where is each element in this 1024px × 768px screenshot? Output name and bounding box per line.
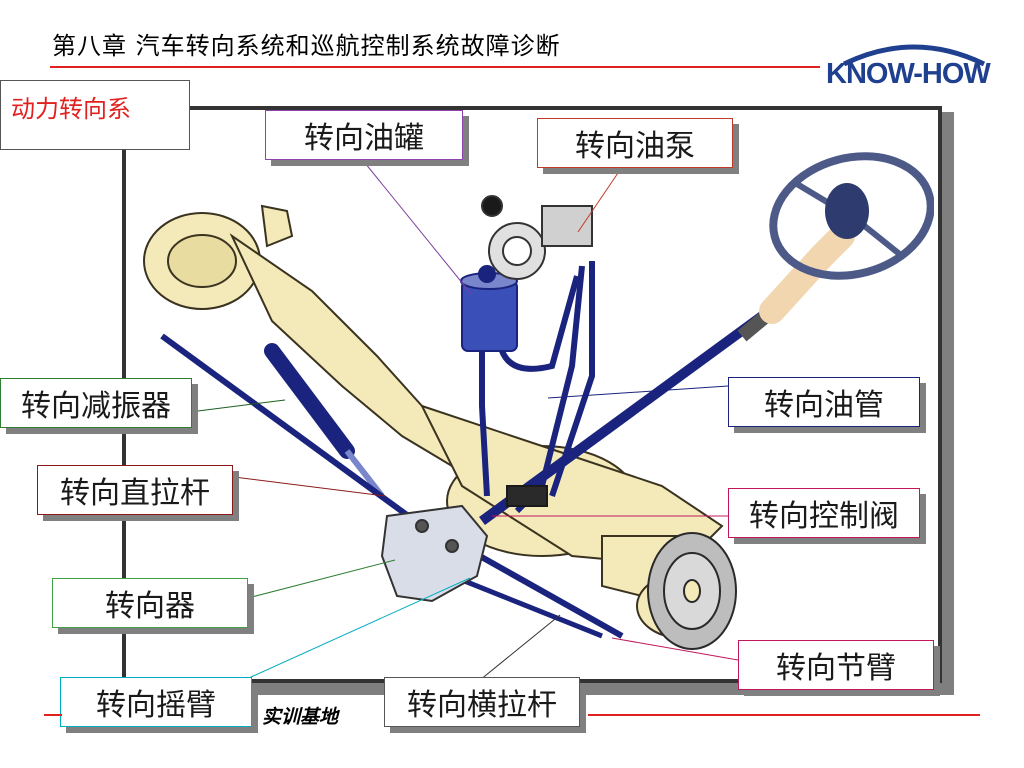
- knuckle-arm-rod: [451, 573, 603, 639]
- brand-logo: KNOW-HOW: [822, 36, 994, 92]
- power-steering-pump: [481, 195, 593, 280]
- callout-drag-link: 转向直拉杆: [37, 465, 233, 515]
- callout-damper: 转向减振器: [0, 378, 192, 428]
- right-brake-disc: [647, 532, 737, 650]
- knuckle-arm-leader: [611, 637, 739, 661]
- callout-tie-rod: 转向横拉杆: [384, 677, 580, 727]
- callout-pump: 转向油泵: [537, 118, 733, 168]
- control-valve: [506, 485, 548, 507]
- gear-leader: [247, 559, 396, 599]
- tie-rod: [460, 543, 624, 639]
- callout-control-valve: 转向控制阀: [728, 488, 920, 538]
- section-label-box: 动力转向系: [0, 80, 190, 150]
- tie-rod-leader: [479, 614, 561, 681]
- header-divider: [50, 66, 820, 68]
- pitman-arm-leader: [239, 577, 471, 683]
- callout-hose: 转向油管: [728, 377, 920, 427]
- steering-wheel: [769, 152, 934, 280]
- page-title: 第八章 汽车转向系统和巡航控制系统故障诊断: [52, 32, 561, 60]
- drag-link-rod: [160, 333, 424, 529]
- pump-leader: [577, 169, 621, 233]
- callout-gear: 转向器: [52, 578, 248, 628]
- footer-divider-right: [588, 714, 980, 716]
- steering-damper: [264, 343, 385, 498]
- steering-column: [759, 223, 855, 324]
- reservoir-leader: [364, 162, 473, 296]
- section-label: 动力转向系: [11, 95, 131, 123]
- logo-text: KNOW-HOW: [826, 58, 991, 90]
- steering-system-illustration: [143, 152, 934, 650]
- logo-arc-icon: [842, 44, 986, 66]
- left-axle-assembly: [143, 204, 484, 468]
- callout-pitman-arm: 转向摇臂: [60, 677, 252, 727]
- footer-divider-left: [44, 714, 62, 716]
- damper-leader: [189, 399, 286, 413]
- callout-reservoir: 转向油罐: [265, 110, 463, 160]
- drag-link-leader: [233, 476, 386, 497]
- callout-knuckle-arm: 转向节臂: [738, 640, 934, 690]
- footer-base-text: 实训基地: [262, 706, 339, 728]
- hose-leader: [547, 385, 729, 399]
